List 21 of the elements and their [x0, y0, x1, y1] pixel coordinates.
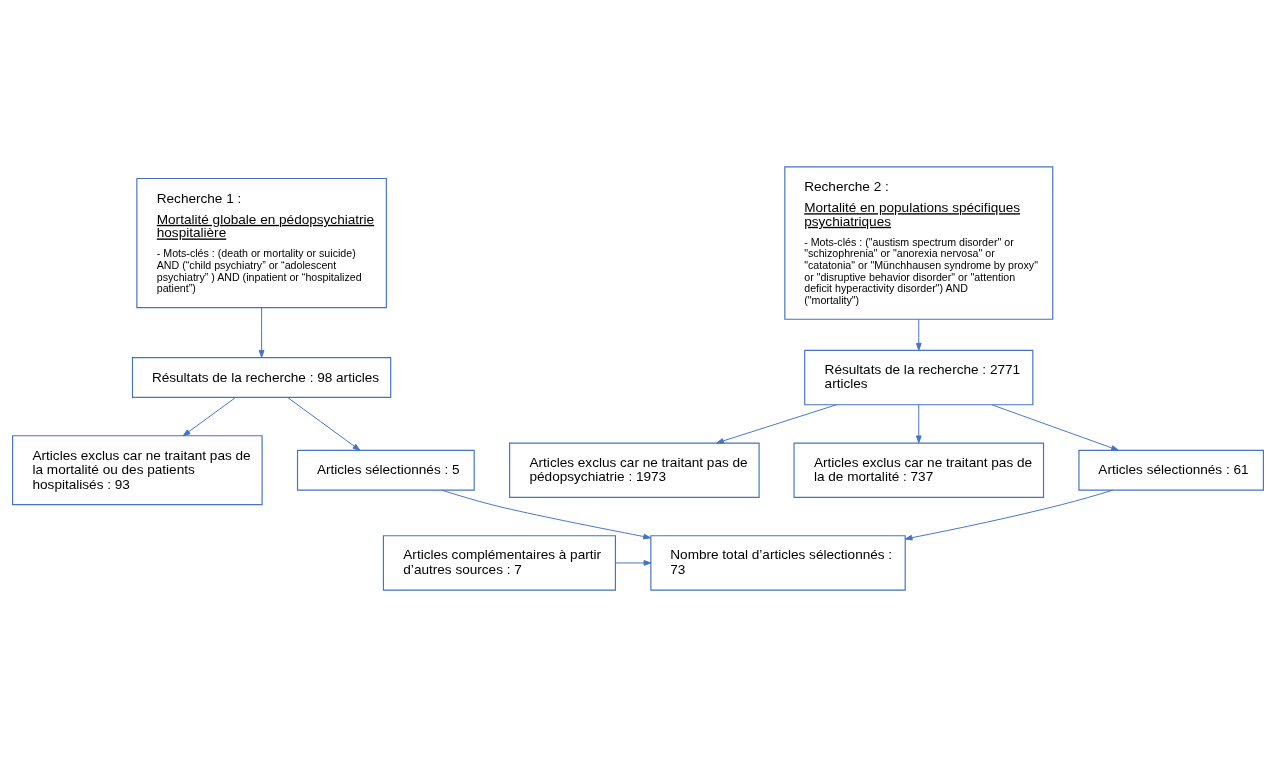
- arrow: [915, 319, 922, 351]
- node-box: Nombre total d’articles sélectionnés : 73: [650, 535, 906, 591]
- arrow: [904, 489, 1114, 541]
- node-box: Résultats de la recherche : 98 articles: [131, 357, 392, 398]
- node-box: Articles sélectionnés : 5: [296, 449, 475, 491]
- node-box: Articles exclus car ne traitant pas de pédopsychiatrie : 1973: [509, 442, 760, 498]
- arrow: [615, 560, 652, 566]
- node-box: Articles exclus car ne traitant pas de la de mortalité : 737: [793, 442, 1045, 498]
- arrow: [441, 489, 651, 540]
- arrow: [287, 397, 361, 451]
- node-box: Articles sélectionnés : 61: [1078, 449, 1264, 491]
- arrow: [915, 404, 922, 444]
- arrow: [991, 404, 1119, 451]
- node-box: Articles complémentaires à partir d’autres sources : 7: [382, 535, 616, 591]
- node-box: Articles exclus car ne traitant pas de la mortalité ou des patients hospitalisés : 93: [12, 435, 263, 506]
- node-box: Recherche 1 : Mortalité globale en pédopsychiatrie hospitalière - Mots-clés : (death or mortality or suicide) AND (“child psychiatry” or “adolescent psychiatry” ) AND (inpatient or “hospitalized patient”): [136, 177, 387, 309]
- node-box: Résultats de la recherche : 2771 articles: [804, 349, 1034, 406]
- node-box: Recherche 2 : Mortalité en populations spécifiques psychiatriques - Mots-clés : ("austism spectrum disorder" or "schizophrenia" or "anorexia nervosa" or "catatonia" or "Münchhausen syndrome by proxy" or "disruptive behavior disorder" or "attention deficit hyperactivity disorder") AND ("mortality"): [784, 166, 1054, 320]
- arrow: [716, 404, 837, 444]
- arrow: [258, 307, 265, 358]
- arrow: [182, 397, 237, 437]
